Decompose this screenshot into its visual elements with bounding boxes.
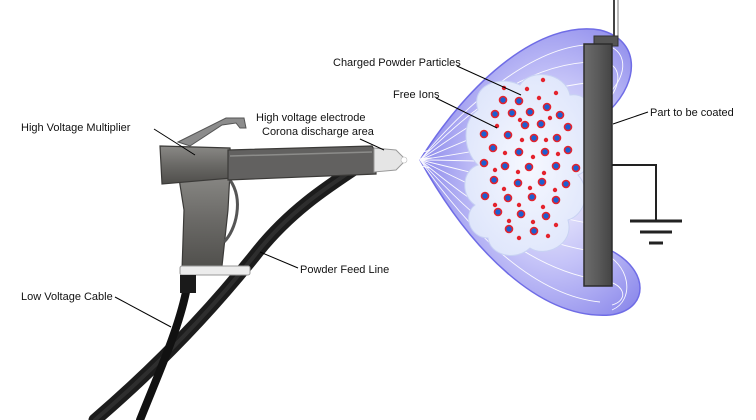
charged-particle (490, 109, 500, 119)
gun-handle (177, 171, 231, 271)
free-ion (541, 170, 547, 176)
charged-particle (529, 226, 539, 236)
free-ion (519, 137, 525, 143)
free-ion (540, 77, 546, 83)
leader-part (612, 111, 649, 125)
label-multiplier: High Voltage Multiplier (21, 122, 131, 134)
label-charged-particles: Charged Powder Particles (333, 57, 461, 69)
charged-particle (552, 133, 562, 143)
charged-particle (524, 162, 534, 172)
free-ion (515, 169, 521, 175)
free-ion (501, 186, 507, 192)
free-ion (530, 154, 536, 160)
low-voltage-cable (136, 288, 190, 420)
charged-particle (537, 177, 547, 187)
charged-particle (527, 192, 537, 202)
free-ion (552, 187, 558, 193)
free-ion (502, 150, 508, 156)
charged-particle (514, 96, 524, 106)
gun-hook (176, 117, 247, 147)
hoses (88, 155, 372, 420)
charged-particle (498, 95, 508, 105)
free-ion (492, 202, 498, 208)
corona-tip (400, 156, 408, 164)
electrode-nozzle (373, 147, 407, 173)
free-ion (492, 167, 498, 173)
spray-gun (159, 117, 408, 293)
free-ion (540, 204, 546, 210)
gun-barrel (227, 145, 377, 181)
label-part: Part to be coated (650, 107, 734, 119)
free-ion (530, 219, 536, 225)
free-ion (536, 95, 542, 101)
charged-particle (520, 120, 530, 130)
label-electrode-line1: High voltage electrode (256, 112, 365, 124)
leader-low-voltage (114, 296, 172, 328)
free-ion (553, 222, 559, 228)
charged-particle (503, 193, 513, 203)
charged-particle (555, 110, 565, 120)
charged-particle (500, 161, 510, 171)
free-ion (545, 233, 551, 239)
charged-particle (542, 102, 552, 112)
free-ion (506, 218, 512, 224)
leader-multiplier (153, 128, 196, 156)
part-plate (583, 43, 613, 287)
charged-particle (479, 158, 489, 168)
label-low-voltage: Low Voltage Cable (21, 291, 113, 303)
free-ion (543, 137, 549, 143)
charged-particle (551, 195, 561, 205)
gun-rear-body (159, 145, 233, 185)
charged-particle (479, 129, 489, 139)
leader-powder-feed (259, 251, 299, 269)
charged-particle (540, 147, 550, 157)
charged-particle (488, 143, 498, 153)
free-ion (517, 117, 523, 123)
charged-particle (507, 108, 517, 118)
charged-particle (563, 145, 573, 155)
charged-particle (551, 161, 561, 171)
labels: High Voltage Multiplier High voltage ele… (21, 57, 734, 303)
free-ion (547, 115, 553, 121)
label-leaders (114, 65, 649, 328)
free-ion (516, 235, 522, 241)
label-electrode-line2: Corona discharge area (262, 126, 375, 138)
charged-particle (529, 133, 539, 143)
cable-connector (180, 275, 196, 293)
label-powder-feed: Powder Feed Line (300, 264, 389, 276)
charged-particle (563, 122, 573, 132)
hose-clip (179, 265, 251, 276)
charged-particle (516, 209, 526, 219)
charged-particle (504, 224, 514, 234)
free-ion (516, 202, 522, 208)
charged-particle (489, 175, 499, 185)
charged-particle (513, 178, 523, 188)
free-ion (555, 151, 561, 157)
leader-electrode (359, 138, 385, 151)
charged-particle (514, 147, 524, 157)
charged-particle (503, 130, 513, 140)
ground-symbol (612, 164, 682, 245)
free-ion (524, 86, 530, 92)
free-ion (527, 185, 533, 191)
charged-particle (571, 163, 581, 173)
gun-trigger (222, 179, 239, 244)
free-ion (553, 90, 559, 96)
charged-particles (479, 77, 581, 241)
label-free-ions: Free Ions (393, 89, 440, 101)
charged-particle (561, 179, 571, 189)
leader-charged-particles (456, 65, 522, 96)
leader-free-ions (435, 97, 498, 129)
charged-particle (525, 107, 535, 117)
charged-particle (493, 207, 503, 217)
charged-particle (536, 119, 546, 129)
charged-particle (480, 191, 490, 201)
charged-particle (541, 211, 551, 221)
